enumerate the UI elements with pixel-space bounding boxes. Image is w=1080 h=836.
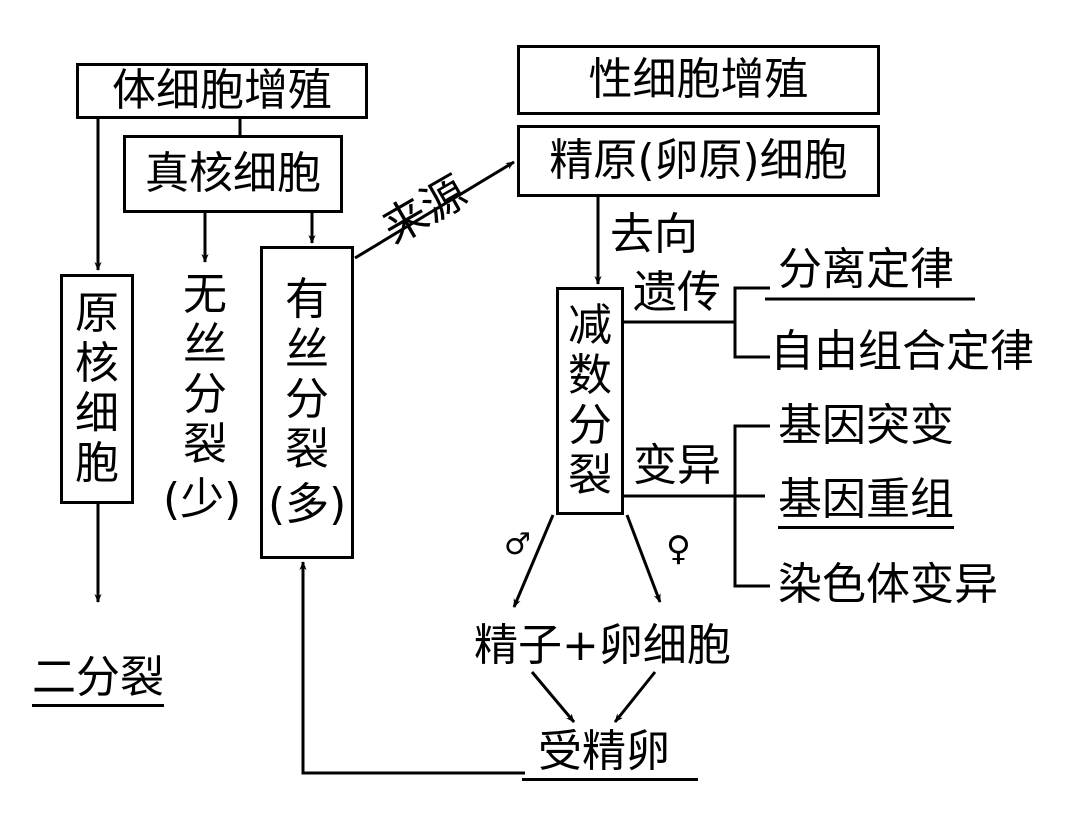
arrow-sperm-to-zygote [530, 671, 576, 723]
law-of-segregation: 分离定律 [778, 244, 954, 295]
amitosis-label: 无丝分裂 [183, 269, 227, 470]
chromosomal-variation-label: 染色体变异 [778, 559, 998, 610]
prokaryotic-cell-label: 原核细胞 [75, 288, 119, 489]
arrow-egg-to-zygote [613, 671, 657, 723]
somatic-proliferation-label: 体细胞增殖 [112, 65, 332, 116]
arrow-male [512, 514, 555, 608]
eukaryotic-cell-box: 真核细胞 [123, 135, 343, 213]
somatic-proliferation-box: 体细胞增殖 [76, 63, 368, 119]
germ-cell-proliferation-box: 性细胞增殖 [517, 45, 880, 115]
male-symbol: ♂ [504, 527, 531, 562]
zygote-label: 受精卵 [522, 730, 698, 781]
meiosis-label: 减数分裂 [568, 300, 612, 501]
binary-fission-label: 二分裂 [32, 656, 164, 707]
mitosis-label: 有丝分裂 [285, 274, 329, 475]
gene-mutation-label: 基因突变 [778, 400, 954, 451]
mitosis-note: (多) [268, 479, 347, 530]
direction-label: 去向 [610, 209, 698, 260]
eukaryotic-cell-label: 真核细胞 [145, 148, 321, 199]
variation-label: 变异 [633, 440, 721, 491]
arrow-zygote-to-mitosis [299, 561, 525, 775]
law-of-independent-assortment: 自由组合定律 [770, 326, 1034, 377]
spermatogonia-label: 精原(卵原)细胞 [549, 135, 848, 186]
female-symbol: ♀ [666, 529, 691, 569]
gene-recombination-label: 基因重组 [778, 478, 954, 529]
germ-cell-proliferation-label: 性细胞增殖 [588, 54, 809, 105]
meiosis-box: 减数分裂 [556, 287, 624, 515]
arrow-source [354, 160, 515, 260]
heredity-bracket [733, 286, 770, 359]
spermatogonia-box: 精原(卵原)细胞 [517, 125, 880, 197]
gametes-label: 精子+卵细胞 [474, 620, 731, 671]
mitosis-box: 有丝分裂 (多) [260, 246, 354, 559]
amitosis-note: (少) [163, 474, 242, 525]
heredity-label: 遗传 [633, 267, 721, 318]
variation-bracket [733, 424, 770, 588]
arrow-female [625, 514, 662, 603]
prokaryotic-cell-box: 原核细胞 [60, 274, 134, 504]
